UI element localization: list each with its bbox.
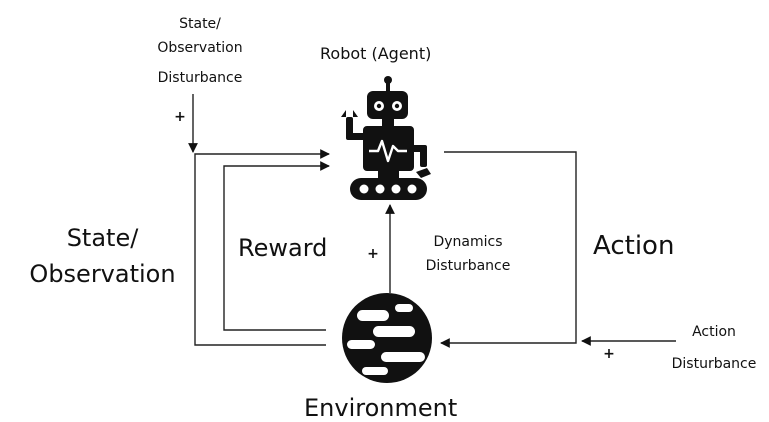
state-disturbance-label: State/ Observation Disturbance bbox=[140, 12, 260, 90]
action-arrow bbox=[440, 151, 577, 348]
dynamics-disturbance-label: Dynamics Disturbance bbox=[410, 230, 526, 278]
action-disturbance-line1: Action bbox=[692, 324, 736, 340]
planet-icon bbox=[342, 293, 432, 383]
reward-arrow bbox=[223, 161, 330, 331]
state-disturbance-line2: Observation bbox=[157, 40, 243, 56]
reward-label: Reward bbox=[238, 234, 328, 262]
plus-state: + bbox=[174, 109, 186, 125]
action-disturbance-line2: Disturbance bbox=[671, 356, 757, 372]
state-disturbance-line3: Disturbance bbox=[157, 70, 243, 86]
plus-action: + bbox=[603, 346, 615, 362]
state-observation-line1: State/ bbox=[66, 224, 139, 252]
action-label: Action bbox=[593, 231, 675, 261]
environment-label: Environment bbox=[304, 394, 458, 422]
agent-label: Robot (Agent) bbox=[320, 44, 432, 63]
plus-dynamics: + bbox=[367, 246, 379, 262]
plus-markers: + + + bbox=[174, 109, 615, 362]
state-observation-label: State/ Observation bbox=[20, 220, 185, 292]
state-disturbance-line1: State/ bbox=[179, 16, 221, 32]
dynamics-line1: Dynamics bbox=[433, 234, 503, 250]
action-disturbance-label: Action Disturbance bbox=[662, 316, 766, 380]
state-observation-line2: Observation bbox=[29, 260, 176, 288]
dynamics-line2: Disturbance bbox=[425, 258, 511, 274]
robot-icon bbox=[341, 76, 431, 200]
state-observation-arrow bbox=[194, 149, 330, 346]
